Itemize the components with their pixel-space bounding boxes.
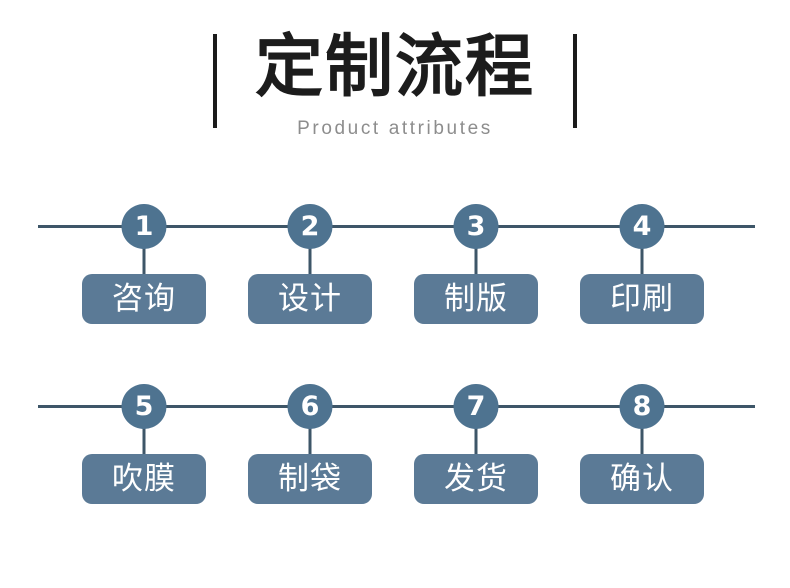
- step-label-box[interactable]: 设计: [248, 274, 372, 324]
- step-label-box[interactable]: 吹膜: [82, 454, 206, 504]
- title-divider-left-bar: [212, 34, 217, 129]
- step-label-box[interactable]: 印刷: [580, 274, 704, 324]
- step-connector-line: [142, 226, 146, 276]
- step-label-box[interactable]: 确认: [580, 454, 704, 504]
- step-connector-line: [640, 226, 644, 276]
- step-label-box[interactable]: 制袋: [248, 454, 372, 504]
- step-label-box[interactable]: 制版: [414, 274, 538, 324]
- page-subtitle: Product attributes: [297, 118, 493, 140]
- flow-step-5[interactable]: 5 吹膜: [60, 362, 228, 522]
- step-number-badge: 6: [287, 384, 333, 429]
- title-block: 定制流程 Product attributes: [217, 28, 573, 140]
- flow-step-1[interactable]: 1 咨询: [60, 182, 228, 342]
- title-divider-right-bar: [573, 34, 578, 129]
- page-header: 定制流程 Product attributes: [0, 0, 790, 180]
- step-number-badge: 5: [121, 384, 167, 429]
- step-label-box[interactable]: 咨询: [82, 274, 206, 324]
- flow-step-6[interactable]: 6 制袋: [226, 362, 394, 522]
- flow-rail-2: [38, 405, 755, 408]
- step-label-box[interactable]: 发货: [414, 454, 538, 504]
- flow-row-1: 1 咨询 2 设计 3 制版 4 印刷: [0, 182, 790, 342]
- flow-step-4[interactable]: 4 印刷: [558, 182, 726, 342]
- step-connector-line: [308, 226, 312, 276]
- flow-row-2: 5 吹膜 6 制袋 7 发货 8 确认: [0, 362, 790, 522]
- page-title: 定制流程: [254, 28, 536, 107]
- step-number-badge: 1: [121, 204, 167, 249]
- header-inner: 定制流程 Product attributes: [212, 28, 578, 140]
- flow-step-8[interactable]: 8 确认: [558, 362, 726, 522]
- flow-step-7[interactable]: 7 发货: [392, 362, 560, 522]
- step-number-badge: 7: [453, 384, 499, 429]
- step-connector-line: [308, 406, 312, 456]
- flow-step-3[interactable]: 3 制版: [392, 182, 560, 342]
- step-connector-line: [640, 406, 644, 456]
- step-number-badge: 4: [619, 204, 665, 249]
- flow-step-2[interactable]: 2 设计: [226, 182, 394, 342]
- step-number-badge: 3: [453, 204, 499, 249]
- step-connector-line: [474, 226, 478, 276]
- step-connector-line: [474, 406, 478, 456]
- step-number-badge: 2: [287, 204, 333, 249]
- step-number-badge: 8: [619, 384, 665, 429]
- flow-rail-1: [38, 225, 755, 228]
- step-connector-line: [142, 406, 146, 456]
